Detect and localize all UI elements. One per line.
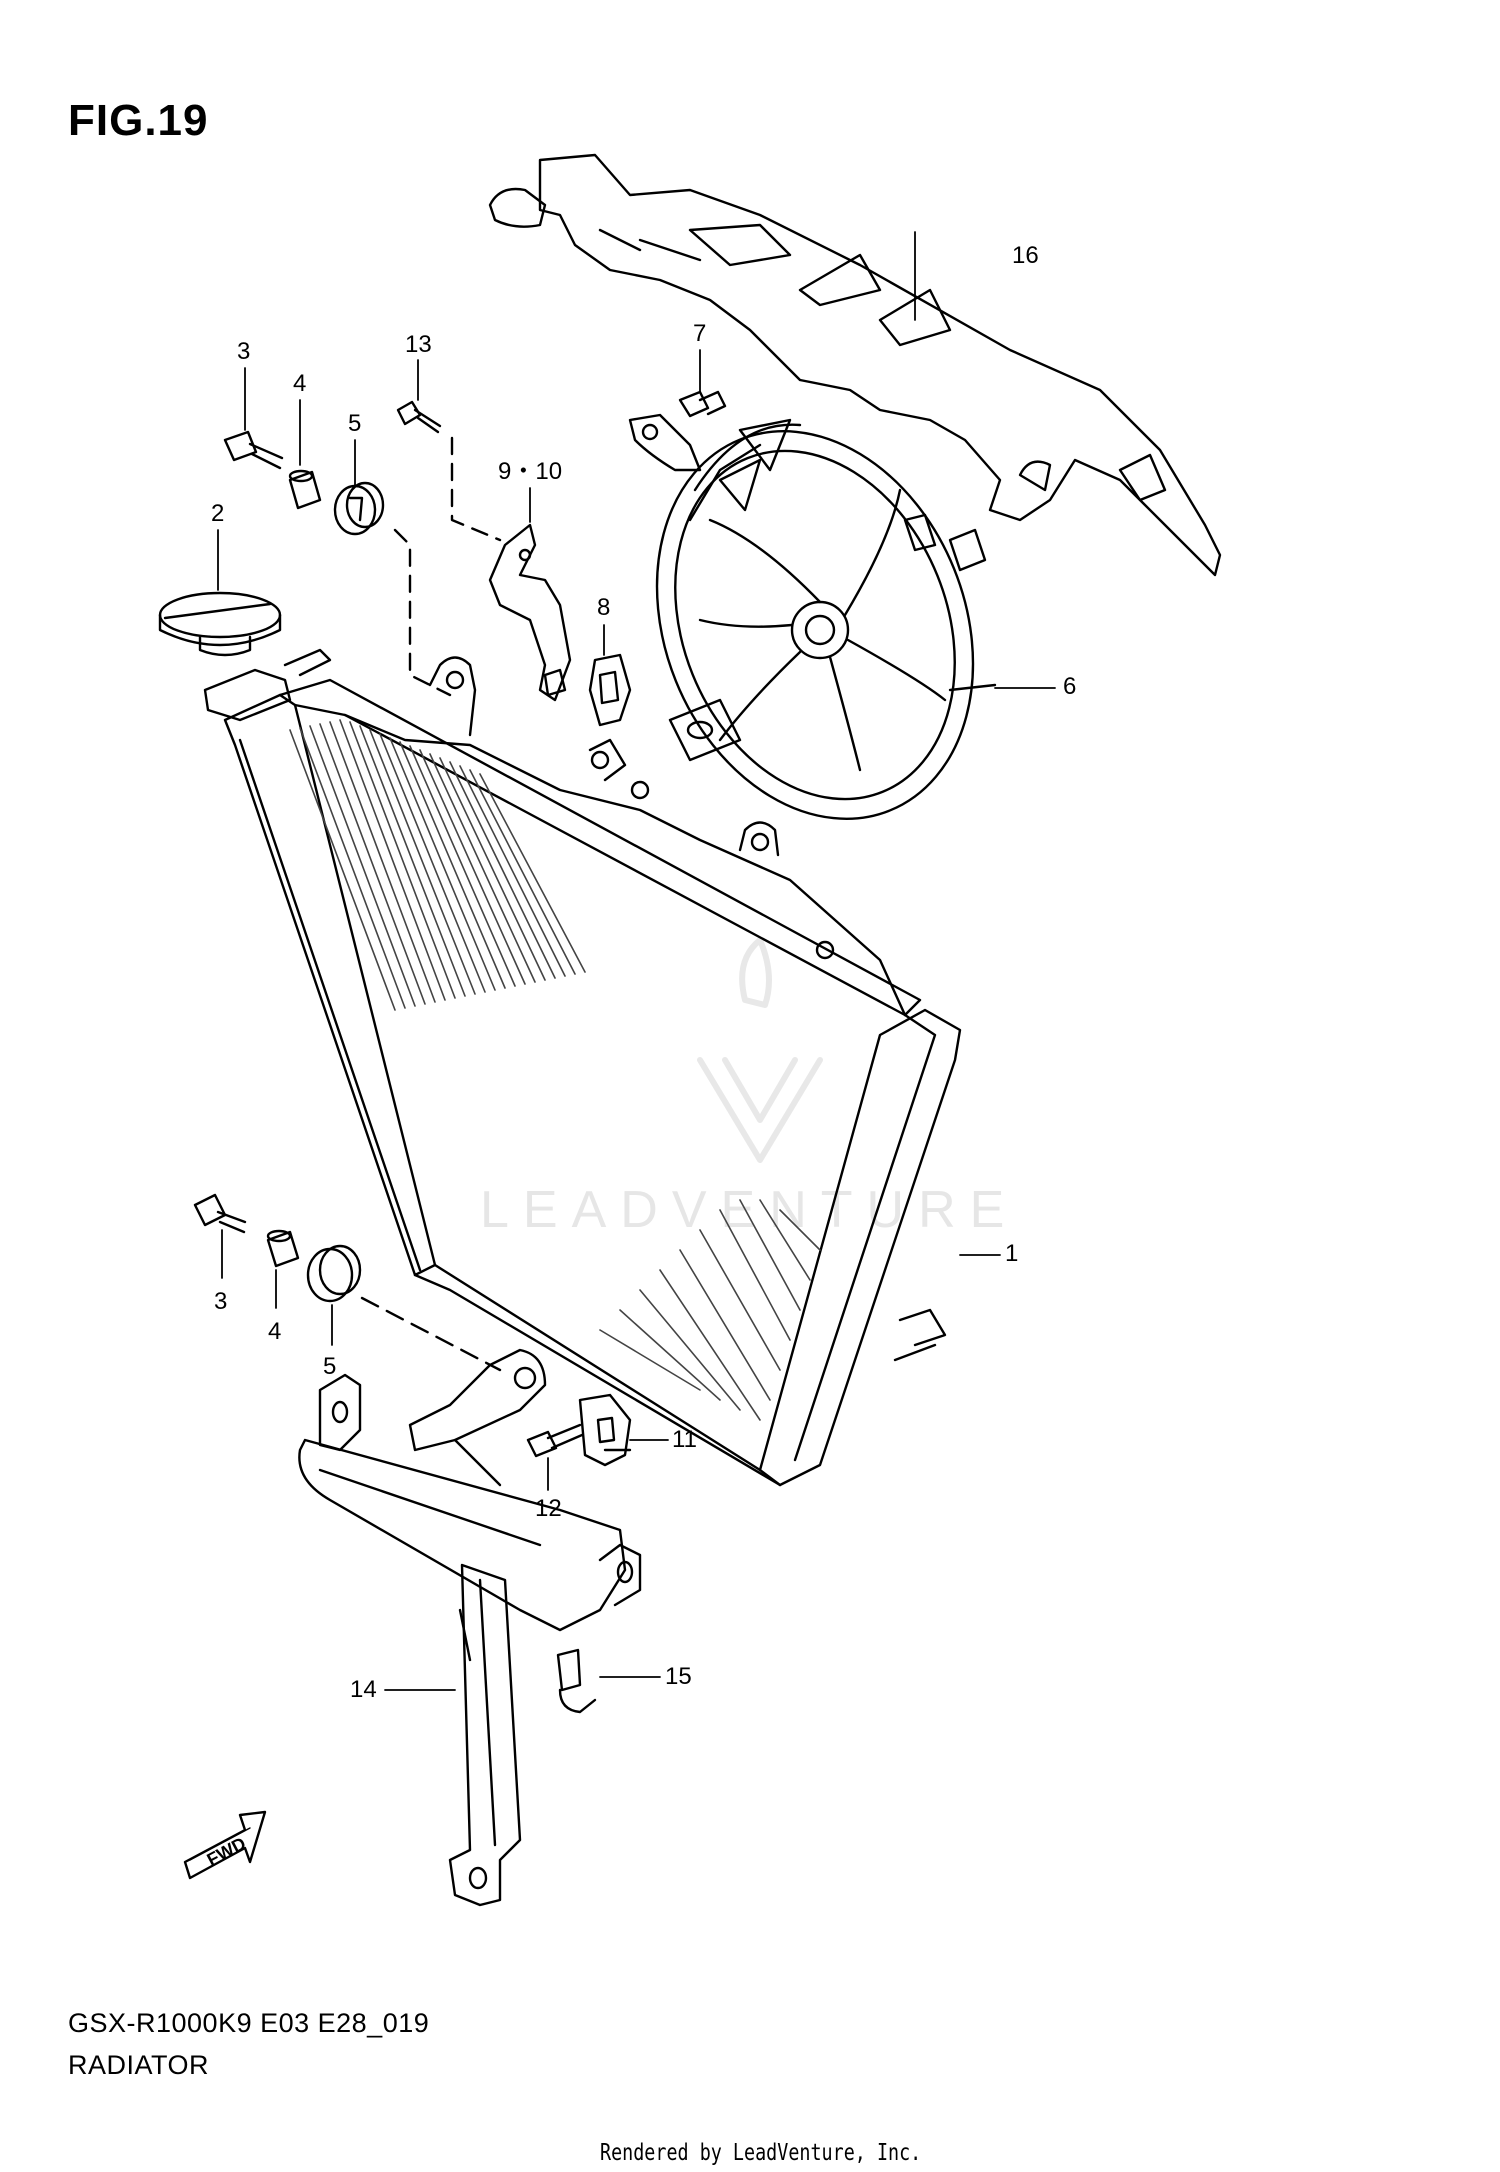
- part-3-bolt-lower[interactable]: [193, 1193, 247, 1234]
- callout-4-upper: 4: [293, 370, 307, 397]
- sheet-title: RADIATOR: [68, 2050, 210, 2080]
- callout-5-upper: 5: [348, 410, 362, 437]
- callout-9-10: 9・10: [498, 458, 563, 485]
- part-5-grommet-upper[interactable]: [333, 481, 452, 697]
- part-11-clip[interactable]: [578, 1393, 632, 1467]
- callout-8: 8: [597, 594, 611, 621]
- part-4-collar-upper[interactable]: [288, 469, 322, 510]
- watermark-text: LEADVENTURE: [480, 1181, 1019, 1239]
- lower-bracket[interactable]: [298, 1348, 642, 1632]
- watermark-logo-icon: [697, 937, 823, 1163]
- model-code: GSX-R1000K9 E03 E28_019: [68, 2008, 430, 2038]
- callout-6: 6: [1063, 673, 1077, 700]
- callout-13: 13: [405, 331, 432, 358]
- part-7-bolt[interactable]: [678, 390, 727, 418]
- part-6-cooling-fan[interactable]: [601, 383, 1029, 866]
- part-15-bolt[interactable]: [556, 1648, 597, 1714]
- fwd-label: FWD: [204, 1833, 250, 1870]
- callout-3-lower: 3: [214, 1288, 228, 1315]
- callout-14: 14: [350, 1676, 377, 1703]
- callout-3-upper: 3: [237, 338, 251, 365]
- render-credit: Rendered by LeadVenture, Inc.: [600, 2140, 922, 2166]
- part-12-bolt[interactable]: [526, 1423, 584, 1458]
- callout-4-lower: 4: [268, 1318, 282, 1345]
- fwd-arrow-icon: [183, 1810, 267, 1880]
- part-3-bolt-upper[interactable]: [223, 430, 284, 470]
- figure-title: FIG.19: [68, 96, 209, 145]
- part-16-shroud-bracket[interactable]: [488, 153, 1222, 577]
- part-14-lower-stay[interactable]: [448, 1563, 522, 1907]
- part-9-10-bracket[interactable]: [488, 523, 572, 702]
- leader-lines: [217, 231, 1056, 1691]
- callout-7: 7: [693, 320, 707, 347]
- callout-12: 12: [535, 1495, 562, 1522]
- callout-11: 11: [672, 1426, 697, 1453]
- part-1-radiator[interactable]: [203, 648, 962, 1487]
- callout-1: 1: [1005, 1240, 1019, 1267]
- callout-5-lower: 5: [323, 1353, 337, 1380]
- part-2-radiator-cap[interactable]: [158, 591, 282, 657]
- callout-15: 15: [665, 1663, 692, 1690]
- callout-16: 16: [1012, 242, 1039, 269]
- part-4-collar-lower[interactable]: [266, 1229, 300, 1268]
- callout-2: 2: [211, 500, 225, 527]
- part-13-bolt[interactable]: [396, 400, 502, 542]
- part-8-clip-nut[interactable]: [588, 653, 632, 727]
- part-5-grommet-lower[interactable]: [306, 1244, 502, 1372]
